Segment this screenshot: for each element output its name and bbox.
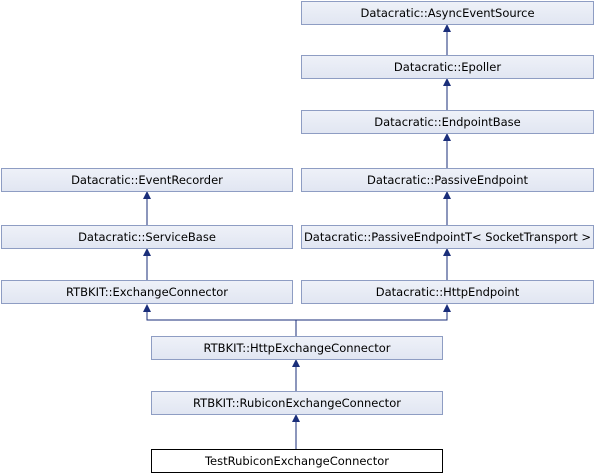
class-node-rubicon-exchange-connector[interactable]: RTBKIT::RubiconExchangeConnector: [151, 391, 443, 415]
class-node-http-endpoint[interactable]: Datacratic::HttpEndpoint: [301, 280, 594, 304]
class-node-http-exchange-connector[interactable]: RTBKIT::HttpExchangeConnector: [151, 336, 443, 360]
class-node-service-base[interactable]: Datacratic::ServiceBase: [1, 225, 293, 249]
edge-http-exchange-connector-to-http-endpoint: [296, 304, 451, 321]
class-node-exchange-connector[interactable]: RTBKIT::ExchangeConnector: [1, 280, 293, 304]
edge-http-exchange-connector-to-exchange-connector: [143, 304, 297, 336]
class-node-endpoint-base[interactable]: Datacratic::EndpointBase: [301, 110, 594, 134]
class-node-passive-endpoint-t[interactable]: Datacratic::PassiveEndpointT< SocketTran…: [301, 225, 594, 249]
class-node-event-recorder[interactable]: Datacratic::EventRecorder: [1, 168, 293, 192]
class-node-test-rubicon-exchange-connector: TestRubiconExchangeConnector: [151, 449, 443, 473]
class-node-async-event-source[interactable]: Datacratic::AsyncEventSource: [301, 1, 594, 25]
class-node-passive-endpoint[interactable]: Datacratic::PassiveEndpoint: [301, 168, 594, 192]
class-node-epoller[interactable]: Datacratic::Epoller: [301, 55, 594, 79]
